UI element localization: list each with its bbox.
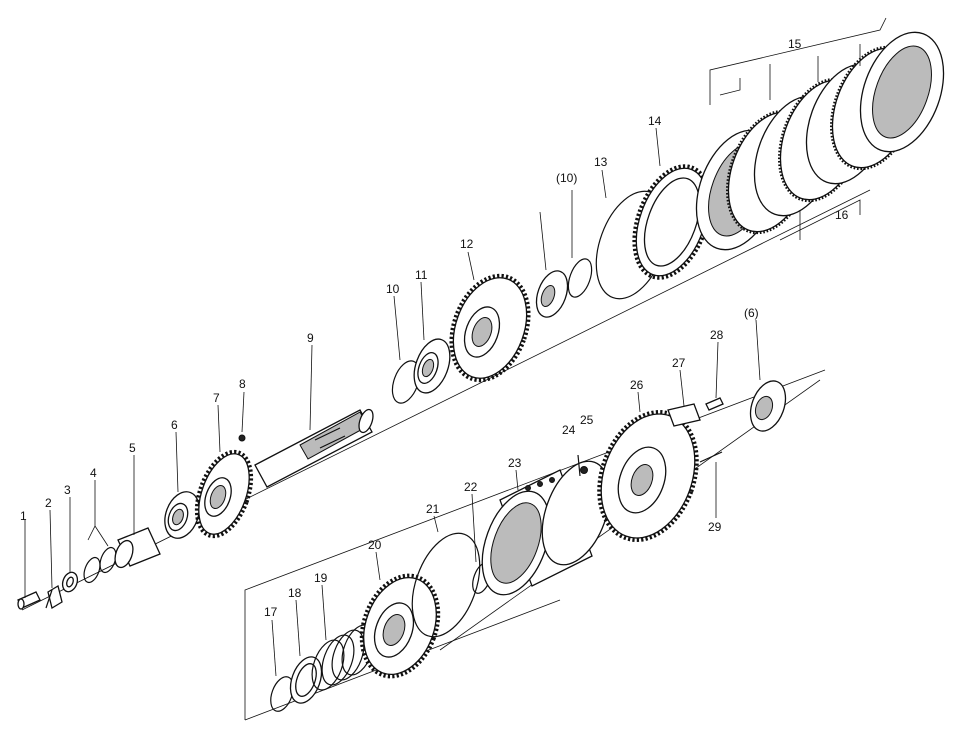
callout-27: 27: [672, 356, 686, 370]
part-28-pin: [705, 397, 724, 411]
callout-6b: (6): [744, 306, 759, 320]
callout-11: 11: [415, 268, 428, 282]
callout-28: 28: [710, 328, 724, 342]
part-6b-bearing: [749, 380, 787, 432]
part-14-ring-gear: [632, 164, 712, 280]
leader-lines: [24, 127, 761, 677]
callout-26: 26: [630, 378, 644, 392]
clutch-pack-15-16: [695, 17, 945, 251]
part-1-bolt: [17, 591, 41, 610]
callout-6: 6: [171, 418, 178, 432]
part-26-gear: [597, 410, 699, 542]
callout-13: 13: [594, 155, 608, 169]
callout-24: 24: [562, 423, 576, 437]
callout-10: 10: [386, 282, 400, 296]
callout-23: 23: [508, 456, 522, 470]
part-21-snap-ring: [411, 532, 481, 638]
part-12-gear: [449, 273, 531, 383]
callout-29: 29: [708, 520, 722, 534]
upper-shaft-axis: [21, 189, 871, 611]
part-5-collar: [114, 527, 161, 569]
callout-5: 5: [129, 441, 136, 455]
callout-labels: 1 2 3 4 5 6 7 8 9 10 11 12 (10) 13 14 15…: [20, 37, 849, 619]
callout-20: 20: [368, 538, 382, 552]
callout-18: 18: [288, 586, 302, 600]
callout-8: 8: [239, 377, 246, 391]
part-3-washer: [61, 571, 79, 593]
part-7-gear: [194, 449, 254, 539]
callout-22: 22: [464, 480, 478, 494]
part-17-ring: [270, 676, 294, 712]
part-27-plate: [667, 403, 701, 427]
callout-3: 3: [64, 483, 71, 497]
part-6-bearing: [164, 491, 200, 539]
part-20-gear: [359, 573, 441, 679]
callout-14: 14: [648, 114, 662, 128]
callout-19: 19: [314, 571, 328, 585]
callout-7: 7: [213, 391, 220, 405]
callout-17: 17: [264, 605, 278, 619]
callout-2: 2: [45, 496, 52, 510]
callout-25: 25: [580, 413, 594, 427]
callout-9: 9: [307, 331, 314, 345]
part-9-shaft: [254, 408, 374, 488]
callout-1: 1: [20, 509, 27, 523]
part-4-rings: [83, 546, 117, 584]
callout-12: 12: [460, 237, 474, 251]
callout-16: 16: [835, 208, 849, 222]
part-29-key: [699, 451, 723, 463]
part-23-clutch-drum: [481, 460, 611, 596]
part-8-pin: [238, 434, 246, 442]
part-24-25-bolt: [577, 454, 588, 477]
part-10b-bearing: [535, 258, 593, 318]
part-11-bearing: [413, 338, 451, 394]
part-18-ring: [289, 656, 323, 704]
callout-15: 15: [788, 37, 802, 51]
callout-4: 4: [90, 466, 97, 480]
part-2-lock-plate: [45, 584, 63, 610]
callout-10b: (10): [556, 171, 577, 185]
callout-21: 21: [426, 502, 440, 516]
